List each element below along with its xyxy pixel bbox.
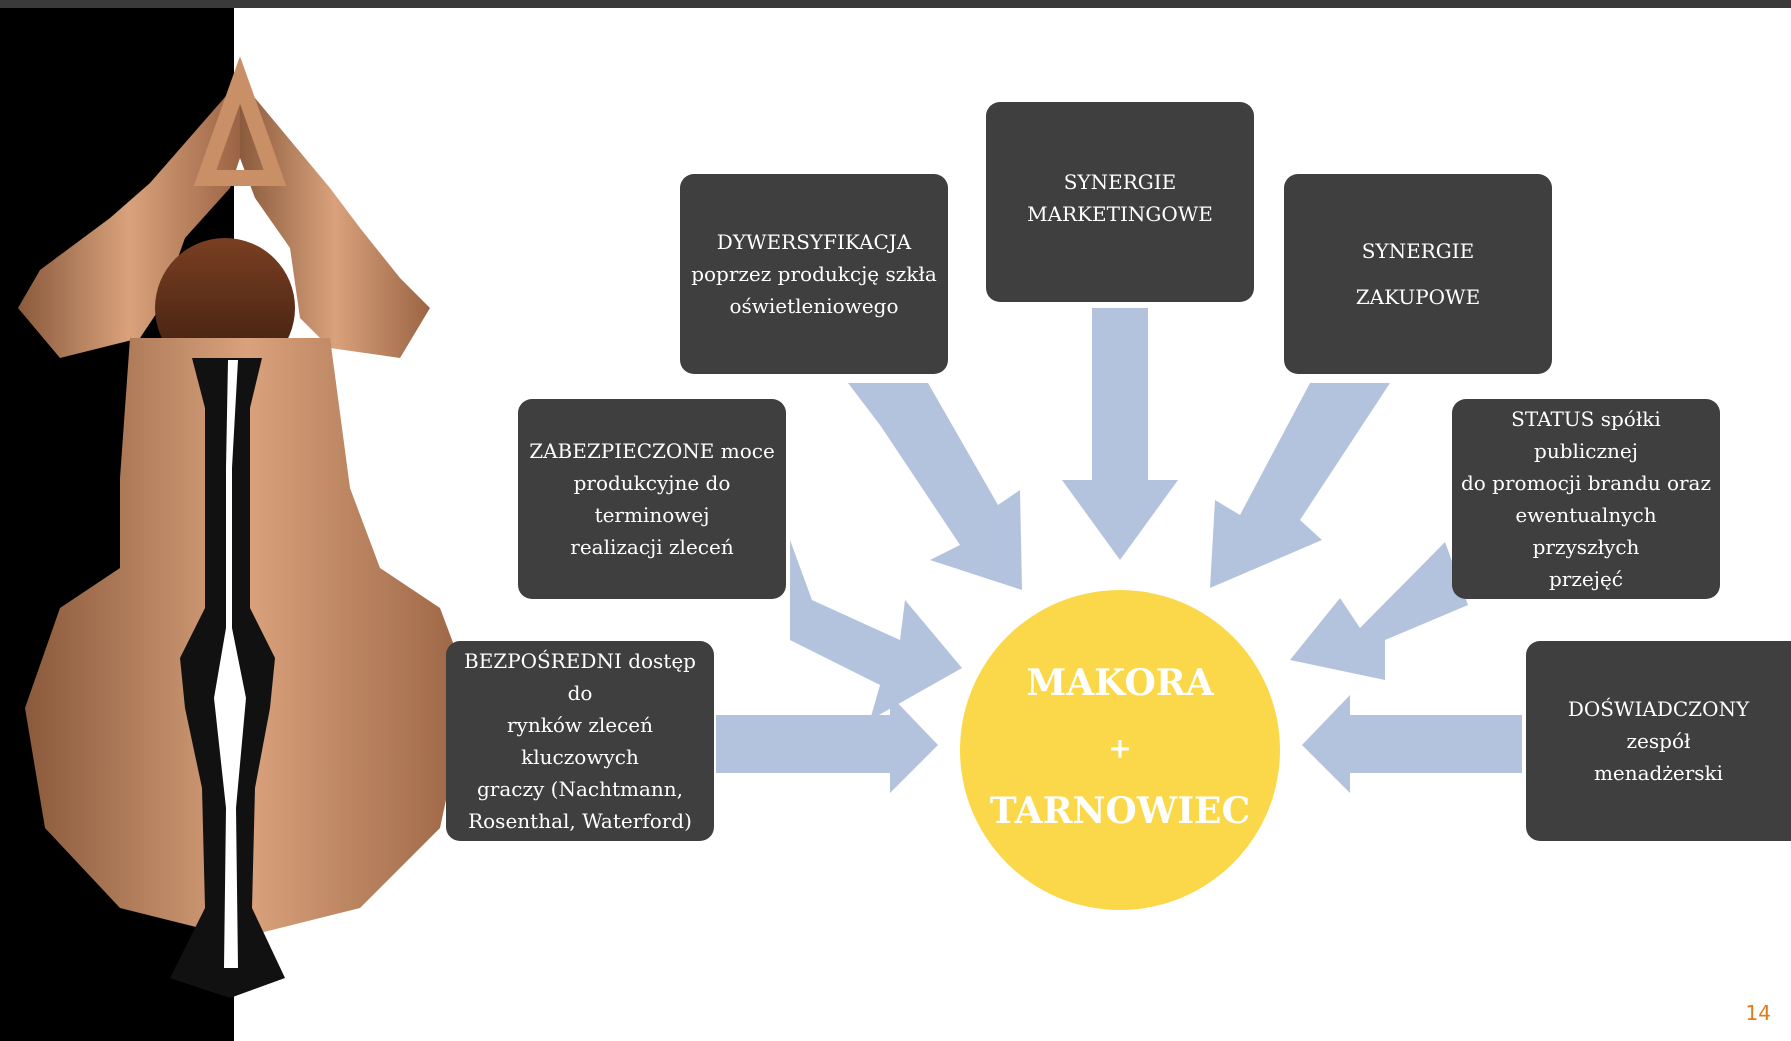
arrow-from-synergie-zakupowe [1210,383,1390,588]
box-zabezpieczone: ZABEZPIECZONE moce produkcyjne do termin… [518,399,786,599]
hub-line2: TARNOWIEC [989,790,1251,832]
arrow-from-doswiadczony [1302,695,1522,793]
arrow-from-synergie-marketingowe [1062,308,1178,560]
arrow-from-zabezpieczone [790,540,962,720]
central-hub: MAKORA + TARNOWIEC [960,590,1280,910]
top-bar [0,0,1791,8]
box-synergie-marketingowe: SYNERGIE MARKETINGOWE [986,102,1254,302]
box-dywersyfikacja: DYWERSYFIKACJA poprzez produkcję szkła o… [680,174,948,374]
hub-line1: MAKORA [1026,662,1214,704]
box-bezposredni: BEZPOŚREDNI dostęp do rynków zleceń kluc… [446,641,714,841]
decorative-photo [0,8,580,1041]
hub-plus: + [1108,732,1132,765]
arrow-from-dywersyfikacja [848,383,1022,590]
box-status: STATUS spółki publicznej do promocji bra… [1452,399,1720,599]
box-synergie-zakupowe: SYNERGIE ZAKUPOWE [1284,174,1552,374]
arrow-from-bezposredni [716,695,938,793]
arrow-from-status [1290,542,1468,680]
page-number: 14 [1745,1001,1771,1025]
box-doswiadczony: DOŚWIADCZONY zespół menadżerski [1526,641,1791,841]
